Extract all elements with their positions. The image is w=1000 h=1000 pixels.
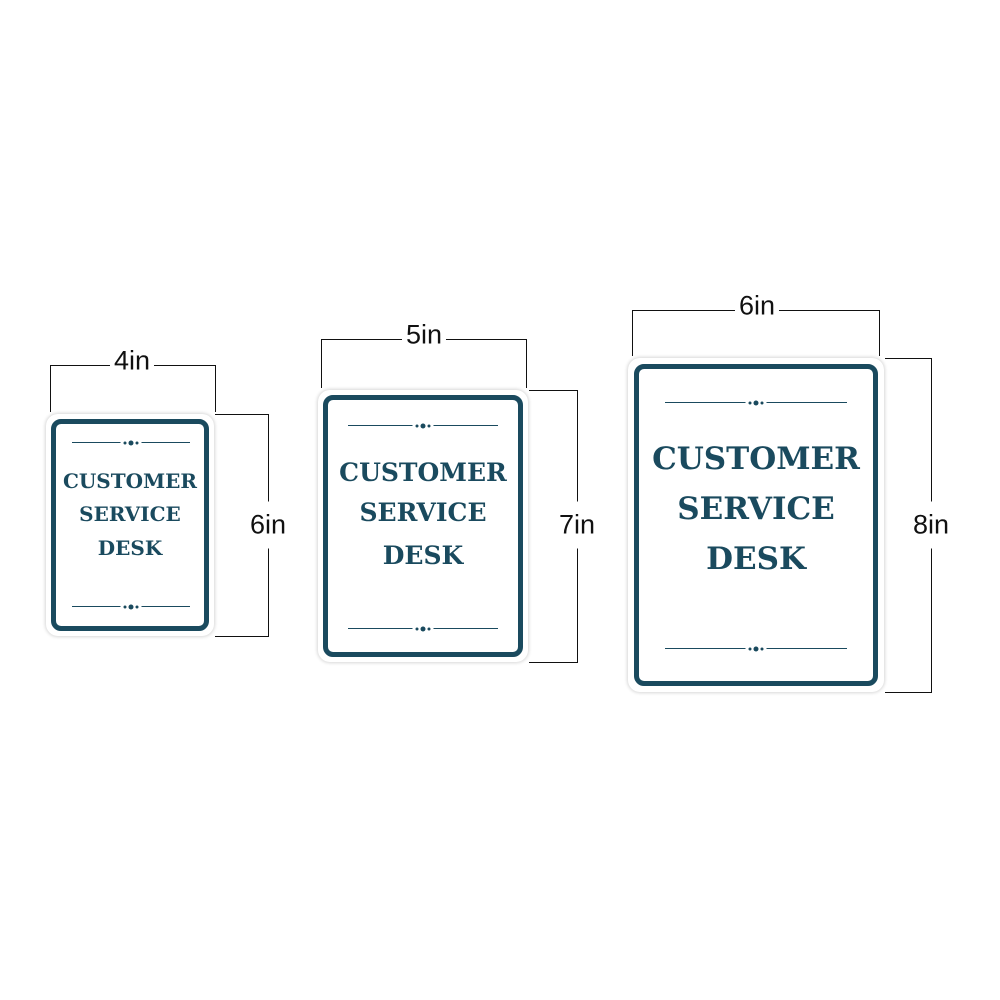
dot <box>760 401 764 404</box>
bottom-ornament <box>72 604 190 609</box>
sign-text-line: DESK <box>97 536 163 560</box>
height-label: 8in <box>910 501 952 549</box>
width-tick-left <box>632 310 633 356</box>
ornament-dots <box>745 646 767 651</box>
sign-border <box>51 419 209 631</box>
dot <box>415 627 419 630</box>
sign-border <box>634 364 878 686</box>
width-tick-left <box>50 365 51 412</box>
dot <box>420 626 426 631</box>
width-tick-right <box>526 339 527 388</box>
height-tick-bottom <box>885 692 932 693</box>
sign-text-line: SERVICE <box>359 497 487 527</box>
width-label: 4in <box>109 345 155 377</box>
sign-text-line: DESK <box>382 540 464 570</box>
width-tick-right <box>879 310 880 356</box>
height-label: 7in <box>556 501 598 549</box>
height-tick-bottom <box>529 662 578 663</box>
sign-text-line: DESK <box>706 540 806 577</box>
sign-border <box>323 395 523 657</box>
ornament-dots <box>120 604 142 609</box>
width-tick-right <box>215 365 216 412</box>
dot <box>748 647 752 650</box>
height-tick-top <box>529 390 577 391</box>
bottom-ornament <box>348 626 498 631</box>
ornament-dots <box>412 626 434 631</box>
dot <box>753 400 759 405</box>
dot <box>415 424 419 427</box>
sign-2: CUSTOMER SERVICE DESK <box>318 390 528 662</box>
sign-text-line: CUSTOMER <box>652 440 860 477</box>
dot <box>135 441 139 444</box>
height-label: 6in <box>247 501 289 549</box>
sign-text-line: CUSTOMER <box>339 457 507 487</box>
top-ornament <box>348 423 498 428</box>
width-label: 5in <box>401 319 447 351</box>
dot <box>123 605 127 608</box>
ornament-dots <box>120 440 142 445</box>
height-tick-top <box>215 414 268 415</box>
dot <box>427 627 431 630</box>
sign-text-line: CUSTOMER <box>62 469 198 493</box>
dot <box>420 423 426 428</box>
width-label: 6in <box>734 290 780 322</box>
width-tick-left <box>321 339 322 388</box>
top-ornament <box>72 440 190 445</box>
dot <box>128 604 134 609</box>
bottom-ornament <box>665 646 847 651</box>
height-tick-top <box>885 358 931 359</box>
ornament-dots <box>412 423 434 428</box>
dot <box>128 440 134 445</box>
dot <box>123 441 127 444</box>
sign-text-line: SERVICE <box>677 490 835 527</box>
sign-3: CUSTOMER SERVICE DESK <box>628 358 884 692</box>
dot <box>135 605 139 608</box>
dot <box>748 401 752 404</box>
height-tick-bottom <box>215 636 269 637</box>
sign-1: CUSTOMER SERVICE DESK <box>46 414 214 636</box>
sign-text-line: SERVICE <box>79 502 181 526</box>
dot <box>427 424 431 427</box>
dot <box>753 646 759 651</box>
top-ornament <box>665 400 847 405</box>
dot <box>760 647 764 650</box>
ornament-dots <box>745 400 767 405</box>
